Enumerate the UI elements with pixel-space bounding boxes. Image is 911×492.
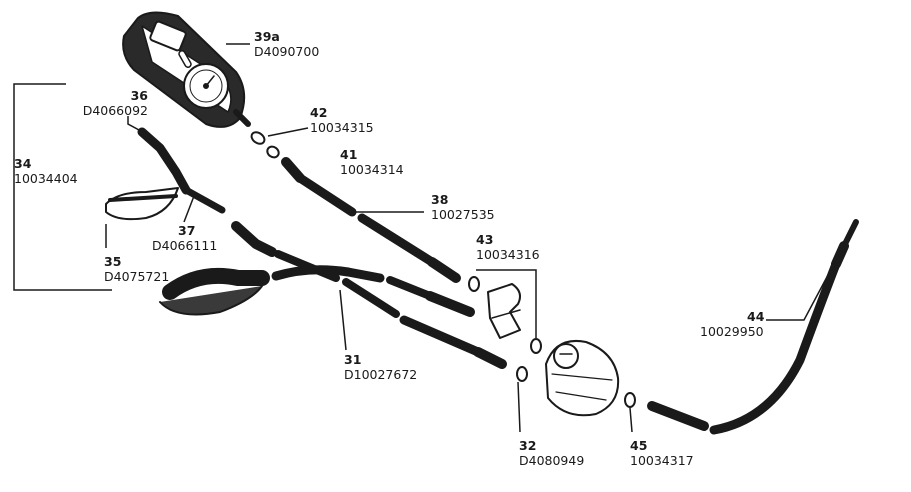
- callout-number: 34: [14, 156, 32, 171]
- callout-number: 31: [344, 352, 362, 367]
- callout-number: 42: [310, 105, 328, 120]
- callout-45: 45 10034317: [630, 438, 694, 468]
- callout-part-number: D4090700: [254, 44, 320, 59]
- callout-number: 39a: [254, 29, 280, 44]
- oring-32: [516, 366, 528, 382]
- callout-number: 32: [519, 438, 537, 453]
- callout-number: 36: [130, 88, 148, 103]
- callout-number: 38: [431, 192, 449, 207]
- callout-37: 37 D4066111: [152, 223, 217, 253]
- callout-38: 38 10027535: [431, 192, 495, 222]
- valve-body-drawing: [545, 340, 620, 417]
- hose-44-drawing: [647, 219, 859, 435]
- callout-part-number: 10034317: [630, 453, 694, 468]
- callout-part-number: 10034404: [14, 171, 78, 186]
- elbow-fitting-drawing: [487, 283, 521, 339]
- callout-34: 34 10034404: [14, 156, 78, 186]
- callout-number: 35: [104, 254, 122, 269]
- oring-45: [624, 392, 636, 408]
- callout-36: 36 D4066092: [70, 88, 148, 118]
- hose-38-drawing: [281, 157, 461, 283]
- callout-42: 42 10034315: [310, 105, 374, 135]
- oring-41: [266, 145, 280, 159]
- callout-part-number: 10034316: [476, 247, 540, 262]
- callout-number: 41: [340, 147, 358, 162]
- callout-part-number: 10029950: [700, 324, 764, 339]
- callout-part-number: D4066092: [82, 103, 148, 118]
- callout-number: 37: [178, 223, 196, 238]
- callout-part-number: D10027672: [344, 367, 418, 382]
- callout-44: 44 10029950: [700, 309, 764, 339]
- callout-number: 45: [630, 438, 648, 453]
- callout-part-number: D4075721: [104, 269, 170, 284]
- callout-part-number: D4080949: [519, 453, 585, 468]
- coupler-assembly-drawing: [105, 127, 226, 221]
- pressure-gauge-drawing: [122, 11, 251, 128]
- ring-42: [250, 131, 266, 145]
- hose-31-drawing: [159, 221, 507, 369]
- callout-39a: 39a D4090700: [254, 29, 319, 59]
- callout-32: 32 D4080949: [519, 438, 584, 468]
- callout-35: 35 D4075721: [104, 254, 169, 284]
- callout-part-number: 10027535: [431, 207, 495, 222]
- callout-part-number: D4066111: [152, 238, 218, 253]
- callout-number: 44: [747, 309, 765, 324]
- callout-43: 43 10034316: [476, 232, 540, 262]
- callout-31: 31 D10027672: [344, 352, 417, 382]
- oring-right: [530, 338, 542, 354]
- leader-lines: [13, 43, 837, 433]
- callout-41: 41 10034314: [340, 147, 404, 177]
- oring-43: [468, 276, 480, 292]
- callout-number: 43: [476, 232, 494, 247]
- callout-part-number: 10034314: [340, 162, 404, 177]
- callout-part-number: 10034315: [310, 120, 374, 135]
